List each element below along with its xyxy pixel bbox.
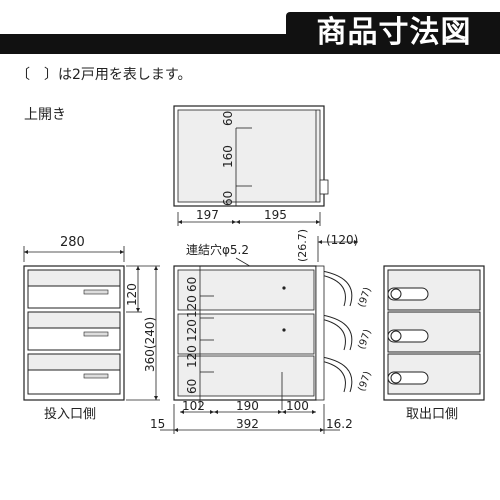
side-dim-392: 392 [236,417,259,431]
side-row-3: 120 [185,319,199,342]
hole-label: 連結穴φ5.2 [186,242,249,257]
arc-dim-1: (97) [356,286,373,309]
front-dim-120: 120 [125,283,139,306]
top-dim-160: 160 [221,145,235,168]
page-title: 商品寸法図 [316,15,472,50]
top-dim-195: 195 [264,208,287,222]
header-tab [286,12,500,54]
front-caption: 投入口側 [44,406,96,422]
front-dim-360: 360(240) [143,317,157,372]
side-dim-15: 15 [150,417,165,431]
arc-dim-3: (97) [356,370,373,393]
proj-dim: (120) [326,233,358,247]
side-row-5: 60 [185,379,199,394]
side-view: 連結穴φ5.2 (26.7) (120) 60 120 120 120 60 (… [150,229,374,434]
side-dim-16-2: 16.2 [326,417,353,431]
bracket-note: 〔 〕は2戸用を表します。 [16,67,192,83]
front-view: 280 120 360(240) 投入口側 [23,235,160,422]
side-row-2: 120 [185,295,199,318]
side-dim-100: 100 [286,399,309,413]
section-label: 上開き [24,107,66,123]
side-row-4: 120 [185,345,199,368]
arc-dim-2: (97) [356,328,373,351]
top-dim-60a: 60 [221,111,235,126]
top-view: 60 160 60 197 195 [173,105,329,226]
side-dim-190: 190 [236,399,259,413]
top-dim-197: 197 [196,208,219,222]
front-dim-280: 280 [60,235,85,250]
side-row-1: 60 [185,277,199,292]
side-dim-102: 102 [182,399,205,413]
rear-caption: 取出口側 [406,407,458,422]
depth-dim: (26.7) [296,229,309,262]
rear-view: 取出口側 [383,265,485,422]
top-dim-60b: 60 [221,191,235,206]
